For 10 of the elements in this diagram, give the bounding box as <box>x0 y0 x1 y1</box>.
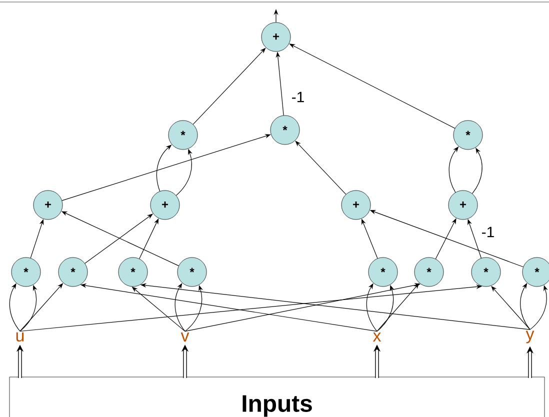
edge-label: -1 <box>480 226 496 238</box>
input-variable: u <box>16 332 24 342</box>
edge-label: -1 <box>290 90 306 104</box>
arrow <box>192 48 266 125</box>
input-variable: y <box>526 330 534 344</box>
arrow <box>376 283 420 332</box>
input-variable: x <box>372 332 382 342</box>
input-variable: v <box>180 332 190 342</box>
inputs-box: Inputs <box>9 376 545 417</box>
arrow <box>295 140 346 195</box>
